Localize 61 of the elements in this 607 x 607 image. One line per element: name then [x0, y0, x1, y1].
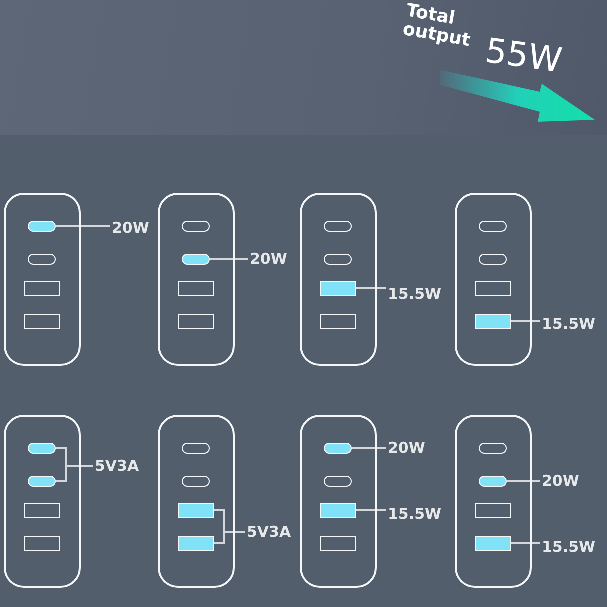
usb-c-port — [478, 442, 506, 454]
output-label: 15.5W — [542, 537, 596, 557]
usb-a-port — [474, 314, 510, 328]
usb-a-port — [474, 536, 510, 550]
usb-c-port — [324, 476, 352, 486]
charger-outline — [158, 415, 235, 588]
usb-c-port — [28, 254, 56, 264]
usb-c-port — [28, 442, 56, 454]
leader-line — [56, 226, 110, 228]
leader-line — [356, 510, 386, 512]
output-label: 20W — [112, 218, 150, 238]
usb-c-port — [182, 442, 210, 454]
usb-c-port — [28, 476, 56, 486]
usb-c-port — [324, 254, 352, 264]
output-label: 15.5W — [388, 284, 442, 304]
usb-a-port — [24, 280, 60, 296]
leader-line — [356, 288, 386, 290]
usb-a-port — [24, 502, 60, 518]
usb-a-port — [178, 536, 214, 550]
usb-c-port — [324, 220, 352, 232]
charger-outline — [4, 193, 81, 366]
output-label: 20W — [250, 249, 288, 269]
usb-a-port — [474, 280, 510, 296]
leader-line — [56, 465, 93, 482]
leader-line — [511, 542, 540, 544]
charger-outline — [455, 415, 532, 588]
headline-text: Total output — [401, 2, 474, 54]
output-label: 15.5W — [388, 504, 442, 524]
usb-a-port — [320, 502, 356, 518]
usb-c-port — [182, 220, 210, 232]
usb-c-port — [478, 220, 506, 232]
charger-outline — [4, 415, 81, 588]
usb-a-port — [320, 280, 356, 296]
usb-c-port — [478, 476, 506, 486]
usb-c-port — [182, 254, 210, 264]
usb-a-port — [178, 502, 214, 518]
leader-line — [507, 480, 540, 482]
usb-c-port — [324, 442, 352, 454]
usb-a-port — [320, 314, 356, 328]
usb-c-port — [182, 476, 210, 486]
leader-line — [511, 320, 540, 322]
leader-line — [352, 448, 386, 450]
charger-outline — [158, 193, 235, 366]
usb-a-port — [178, 280, 214, 296]
usb-c-port — [28, 220, 56, 232]
charger-outline — [455, 193, 532, 366]
charger-outline — [300, 415, 377, 588]
output-label: 20W — [542, 471, 580, 491]
usb-a-port — [474, 502, 510, 518]
wattage-text: 55W — [483, 34, 566, 82]
output-label: 20W — [388, 438, 426, 458]
output-label: 5V3A — [247, 522, 292, 542]
output-label: 15.5W — [542, 314, 596, 334]
usb-a-port — [24, 536, 60, 550]
usb-a-port — [320, 536, 356, 550]
leader-line — [210, 258, 248, 260]
usb-c-port — [478, 254, 506, 264]
output-label: 5V3A — [95, 456, 140, 476]
usb-a-port — [24, 314, 60, 328]
charger-outline — [300, 193, 377, 366]
usb-a-port — [178, 314, 214, 328]
